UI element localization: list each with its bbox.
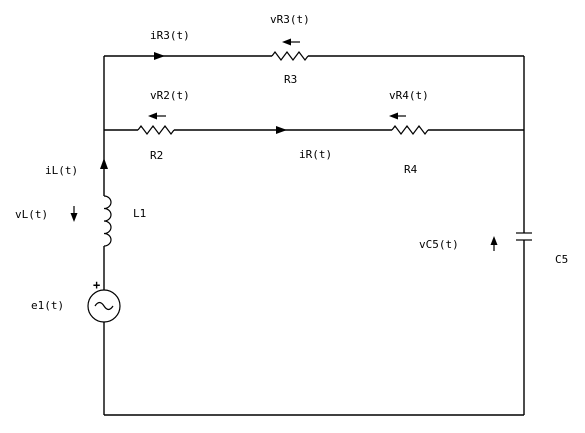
vl-arrow — [70, 206, 78, 222]
resistor-r4-symbol — [391, 125, 429, 135]
il-arrow — [100, 158, 108, 169]
r2-label: R2 — [150, 149, 163, 162]
il-label: iL(t) — [45, 164, 78, 177]
ir3-arrow — [154, 52, 165, 60]
inductor-l1-symbol — [103, 195, 112, 247]
e1-label: e1(t) — [31, 299, 64, 312]
vr2-arrow — [148, 112, 166, 120]
vr2-label: vR2(t) — [150, 89, 190, 102]
resistor-r3-symbol — [271, 51, 309, 61]
vr3-arrow — [282, 38, 300, 46]
arrows — [70, 38, 498, 251]
vc5-arrow — [490, 236, 498, 251]
capacitor-c5-symbol — [516, 232, 532, 241]
r4-label: R4 — [404, 163, 418, 176]
r3-label: R3 — [284, 73, 297, 86]
ir3-label: iR3(t) — [150, 29, 190, 42]
c5-label: C5 — [555, 253, 568, 266]
vr4-arrow — [389, 112, 406, 120]
ir-label: iR(t) — [299, 148, 332, 161]
vr3-label: vR3(t) — [270, 13, 310, 26]
ac-source-e1-symbol — [87, 289, 121, 323]
ir-arrow — [276, 126, 287, 134]
vr4-label: vR4(t) — [389, 89, 429, 102]
l1-label: L1 — [133, 207, 146, 220]
vc5-label: vC5(t) — [419, 238, 459, 251]
vl-label: vL(t) — [15, 208, 48, 221]
wires — [103, 55, 525, 416]
labels: iR3(t) vR3(t) R3 vR2(t) R2 vR4(t) R4 iR(… — [15, 13, 568, 312]
resistor-r2-symbol — [137, 125, 175, 135]
source-plus-sign: + — [93, 278, 100, 292]
